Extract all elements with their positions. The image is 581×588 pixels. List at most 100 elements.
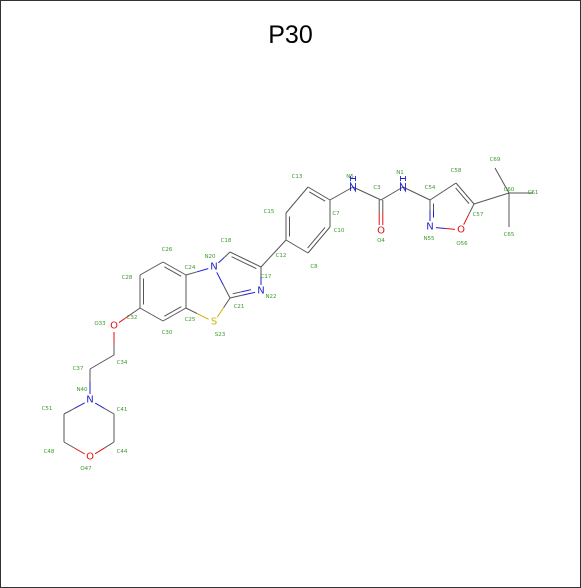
bond-c18-n20 xyxy=(218,257,225,264)
bond-c18-n20 xyxy=(223,251,231,258)
bond-c30-c25 xyxy=(162,314,175,322)
atom-label-c12: C12 xyxy=(276,253,287,259)
bond-c58-c57 xyxy=(464,193,475,205)
bond-c21-s23 xyxy=(216,307,225,318)
bond-c54-c58 xyxy=(429,191,444,201)
bond-c60-c69 xyxy=(494,167,503,181)
atom-label-c41: C41 xyxy=(117,407,128,413)
atom-label-c34: C34 xyxy=(117,360,128,366)
bond-c44-o47 xyxy=(104,441,115,449)
bond-c57-c60 xyxy=(473,198,492,205)
bond-n5-c7 xyxy=(329,193,342,201)
bond-c7-c13 xyxy=(318,193,331,201)
bond-c8-c10 xyxy=(318,226,331,241)
bond-c58-c57 xyxy=(455,187,463,197)
atom-label-c15: C15 xyxy=(264,209,275,215)
bond-c17-c18 xyxy=(243,262,257,270)
bond-c26-c28 xyxy=(139,268,152,276)
atom-label-c8: C8 xyxy=(310,264,318,270)
bond-c7-c13 xyxy=(308,191,318,197)
bond-c32-c30 xyxy=(151,314,164,322)
atom-label-c57: C57 xyxy=(473,212,484,218)
bond-c34-c37 xyxy=(101,354,115,363)
atom-label-c21: C21 xyxy=(234,304,245,310)
bond-c54-c58 xyxy=(442,182,457,192)
bond-c7-c13 xyxy=(307,186,320,194)
bond-c17-c18 xyxy=(245,259,262,268)
atom-label-c65: C65 xyxy=(504,232,515,238)
atom-label-c44: C44 xyxy=(117,449,128,455)
atom-label-c48: C48 xyxy=(44,449,55,455)
bond-c60-c69 xyxy=(501,180,510,194)
bond-c3-n1 xyxy=(391,186,404,194)
bond-c21-n22 xyxy=(229,294,243,299)
bond-c21-n22 xyxy=(242,291,256,296)
bond-c57-o56 xyxy=(468,203,475,215)
bond-n40-c41 xyxy=(104,408,115,415)
bond-c12-c17 xyxy=(273,239,287,254)
bond-n20-c21 xyxy=(222,284,231,299)
atom-label-c30: C30 xyxy=(162,330,173,336)
atom-label-c10: C10 xyxy=(334,228,345,234)
figure-title: P30 xyxy=(268,21,313,49)
bond-n20-c21 xyxy=(216,272,224,286)
bond-c24-c26 xyxy=(174,268,187,276)
bond-c24-c26 xyxy=(164,266,174,272)
atom-label-c58: C58 xyxy=(451,168,462,174)
atom-label-c25: C25 xyxy=(185,317,196,323)
atom-symbol-n22: N xyxy=(257,286,264,297)
nh-glyph-n1 xyxy=(400,176,406,193)
atom-label-c37: C37 xyxy=(73,366,84,372)
bond-c57-c60 xyxy=(491,192,510,199)
atom-symbol-n40: N xyxy=(86,395,93,406)
bond-c30-c25 xyxy=(174,307,187,315)
bond-c21-s23 xyxy=(223,297,231,308)
atom-label-c17: C17 xyxy=(261,274,272,280)
atom-label-s23: S23 xyxy=(215,332,226,338)
atom-symbol-o56: O xyxy=(457,225,465,236)
bond-c8-c10 xyxy=(307,237,317,249)
bond-c32-o33 xyxy=(129,307,141,316)
bond-o47-c48 xyxy=(74,447,86,455)
atom-symbol-o47: O xyxy=(86,452,94,463)
atom-label-c24: C24 xyxy=(185,265,196,271)
bond-c44-o47 xyxy=(94,447,105,455)
bond-s23-c25 xyxy=(185,307,198,315)
bond-c7-c13 xyxy=(316,196,326,202)
atom-label-c18: C18 xyxy=(221,238,232,244)
bond-c34-c37 xyxy=(89,361,103,370)
bond-c21-n22 xyxy=(241,289,252,293)
bond-n5-c7 xyxy=(341,186,354,194)
atom-label-o56: O56 xyxy=(456,241,468,247)
bond-c30-c25 xyxy=(172,306,182,312)
atom-symbol-o4: O xyxy=(377,226,385,237)
bond-c32-o33 xyxy=(118,314,130,323)
bond-c8-c10 xyxy=(307,239,320,254)
bond-c51-n40 xyxy=(63,407,75,415)
bond-c30-c25 xyxy=(164,311,174,317)
nh-glyph-n5 xyxy=(350,176,356,193)
atom-label-n1: N1 xyxy=(396,170,404,176)
bond-c17-c18 xyxy=(231,256,245,264)
bond-c13-c15 xyxy=(296,186,309,201)
atom-symbol-o33: O xyxy=(110,321,118,332)
bond-c51-n40 xyxy=(74,402,85,409)
bond-s23-c25 xyxy=(197,313,209,320)
atom-label-n40: N40 xyxy=(76,387,88,393)
bond-c24-c26 xyxy=(162,261,175,269)
bond-c57-o56 xyxy=(463,214,470,225)
bond-c32-c30 xyxy=(139,307,152,315)
bond-c8-c10 xyxy=(315,227,326,239)
bond-o56-n55 xyxy=(435,227,446,229)
atom-label-c60: C60 xyxy=(504,187,515,193)
bond-c3-n1 xyxy=(380,193,393,201)
atom-label-c3: C3 xyxy=(373,185,381,191)
atom-label-n55: N55 xyxy=(423,236,435,242)
bond-c26-c28 xyxy=(151,261,164,269)
bond-c12-c8 xyxy=(296,246,309,254)
atom-symbol-n20: N xyxy=(210,262,217,273)
bond-c17-c18 xyxy=(229,251,246,260)
atom-symbol-n55: N xyxy=(426,222,433,233)
atom-label-c7: C7 xyxy=(332,211,340,217)
